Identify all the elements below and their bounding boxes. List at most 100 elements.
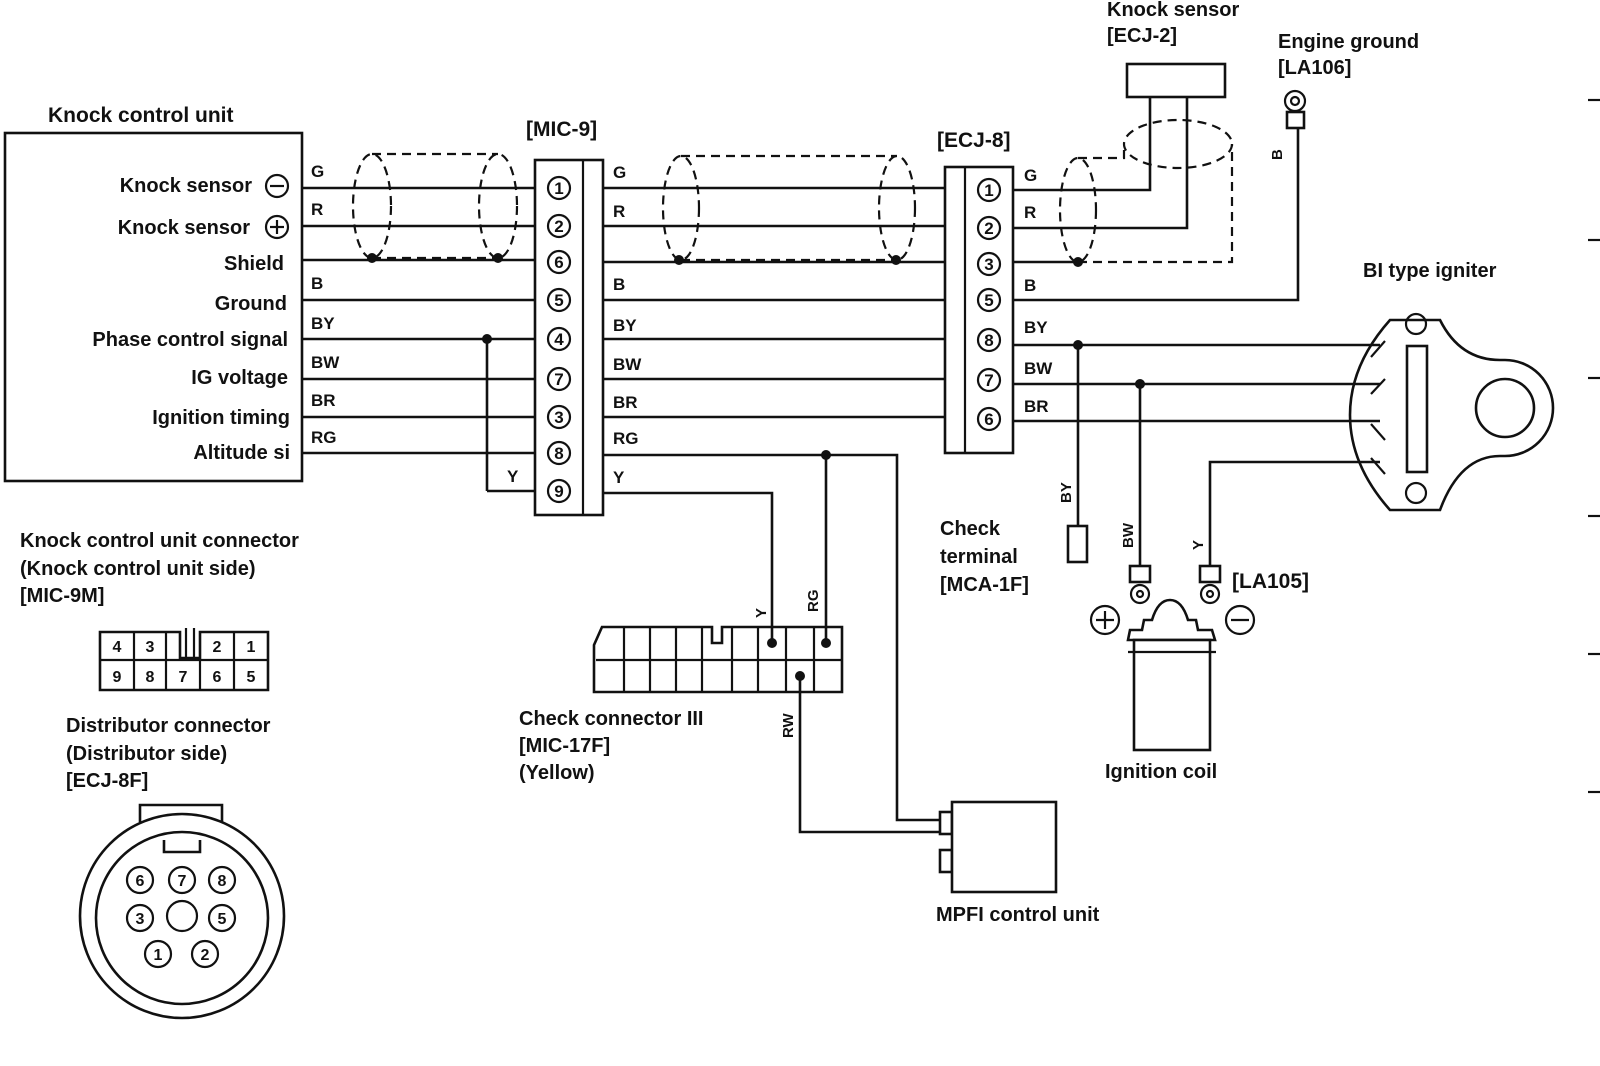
ecj8-pins: 1 2 3 5 8 7 6: [976, 177, 1002, 432]
pin-number: 1: [984, 181, 993, 200]
wire-label: BW: [1024, 359, 1053, 378]
pin-number: 3: [554, 408, 563, 427]
wire-color-labels-right: G R B BY BW BR: [1024, 166, 1053, 416]
terminal-shield: Shield: [224, 253, 284, 275]
ground-terminal-icon: [1283, 89, 1307, 130]
wire-color-labels-left: G R B BY BW BR RG Y: [311, 162, 519, 486]
wire-label: G: [311, 162, 324, 181]
mpfi-title: MPFI control unit: [936, 904, 1100, 926]
pin-number: 8: [218, 873, 227, 890]
wires-left: [302, 186, 535, 493]
wire-label: RG: [805, 590, 822, 613]
kcu-connector-code: [MIC-9M]: [20, 585, 104, 607]
pin-number: 6: [984, 410, 993, 429]
pin-number: 2: [213, 639, 222, 656]
pin-number: 8: [146, 669, 155, 686]
mpfi-control-unit: [938, 800, 1058, 894]
wire-label: BW: [613, 355, 642, 374]
pin-number: 1: [154, 947, 163, 964]
dist-connector-line2: (Distributor side): [66, 743, 227, 765]
wire-label: BR: [613, 393, 638, 412]
shield-dashed-left: [351, 152, 519, 260]
kcu-connector-pins: 4 3 2 1 9 8 7 6 5: [113, 639, 256, 686]
wire-label: B: [311, 274, 323, 293]
check-connector-body: [592, 625, 844, 694]
knock-sensor-body: [1125, 62, 1227, 99]
wire-label: B: [1269, 149, 1286, 160]
wire-label: Y: [507, 467, 519, 486]
wires-right: [1013, 97, 1380, 566]
distributor-connector-face: [78, 803, 286, 1020]
wire-label: B: [1024, 276, 1036, 295]
pin-number: 1: [554, 179, 563, 198]
wire-label: BW: [311, 353, 340, 372]
wire-label: G: [613, 163, 626, 182]
pin-number: 4: [554, 330, 564, 349]
pin-number: 2: [554, 217, 563, 236]
mic9-pins: 1 2 6 5 4 7 3 8 9: [546, 175, 572, 504]
coil-plus-icon: [1089, 604, 1121, 636]
knock-unit-terminal-labels: Knock sensor Knock sensor Shield Ground …: [92, 175, 290, 464]
wire-label: BY: [1024, 318, 1048, 337]
wire-label: BY: [613, 316, 637, 335]
kcu-connector-line2: (Knock control unit side): [20, 558, 256, 580]
coil-code: [LA105]: [1232, 570, 1309, 593]
wire-label: B: [613, 275, 625, 294]
check-connector-code: [MIC-17F]: [519, 735, 610, 757]
rw-wire: [798, 676, 944, 834]
terminal-altitude: Altitude si: [193, 442, 290, 464]
pin-number: 9: [113, 669, 122, 686]
wires-mid: [603, 186, 945, 822]
terminal-ig-voltage: IG voltage: [191, 367, 288, 389]
pin-number: 6: [554, 253, 563, 272]
pin-number: 3: [146, 639, 155, 656]
dist-connector-code: [ECJ-8F]: [66, 770, 148, 792]
dist-connector-line1: Distributor connector: [66, 715, 271, 737]
igniter-body: [1348, 312, 1555, 512]
terminal-knock-sensor-plus: Knock sensor: [118, 217, 250, 239]
wire-label: BY: [1058, 482, 1075, 503]
knock-control-unit-box: [3, 131, 304, 483]
terminal-ground: Ground: [215, 293, 287, 315]
knock-unit-title: Knock control unit: [48, 104, 234, 127]
minus-circle-icon: [264, 173, 290, 199]
wire-label: BY: [311, 314, 335, 333]
wire-label: Y: [753, 608, 770, 618]
pin-number: 5: [554, 291, 563, 310]
wire-label: RG: [311, 428, 337, 447]
check-connector-title: Check connector III: [519, 708, 704, 730]
pin-number: 7: [179, 669, 188, 686]
kcu-connector-face: [98, 628, 270, 692]
knock-sensor-code: [ECJ-2]: [1107, 25, 1177, 47]
wire-label: Y: [613, 468, 625, 487]
pin-number: 8: [984, 331, 993, 350]
wire-label: Y: [1190, 540, 1207, 550]
igniter-title: BI type igniter: [1363, 260, 1497, 282]
pin-number: 9: [554, 482, 563, 501]
wire-color-labels-mid: G R B BY BW BR RG Y: [613, 163, 642, 487]
coil-minus-icon: [1224, 604, 1256, 636]
pin-number: 5: [247, 669, 256, 686]
wire-label: R: [311, 200, 323, 219]
pin-number: 8: [554, 444, 563, 463]
check-terminal-code: [MCA-1F]: [940, 574, 1029, 596]
margin-ticks: [1588, 98, 1600, 794]
ecj8-connector: [943, 165, 1015, 455]
wire-label: RG: [613, 429, 639, 448]
pin-number: 6: [213, 669, 222, 686]
check-terminal-line1: Check: [940, 518, 1001, 540]
pin-number: 3: [136, 911, 145, 928]
engine-ground-title: Engine ground: [1278, 31, 1419, 53]
pin-number: 4: [113, 639, 122, 656]
check-connector-color: (Yellow): [519, 762, 595, 784]
terminal-ignition-timing: Ignition timing: [152, 407, 290, 429]
ignition-coil: [1126, 564, 1222, 752]
kcu-connector-line1: Knock control unit connector: [20, 530, 299, 552]
pin-number: 1: [247, 639, 256, 656]
wire-label: RW: [780, 712, 797, 738]
pin-number: 7: [554, 370, 563, 389]
wire-label: BR: [1024, 397, 1049, 416]
knock-sensor-title: Knock sensor: [1107, 0, 1239, 21]
check-terminal-body: [1066, 524, 1089, 564]
